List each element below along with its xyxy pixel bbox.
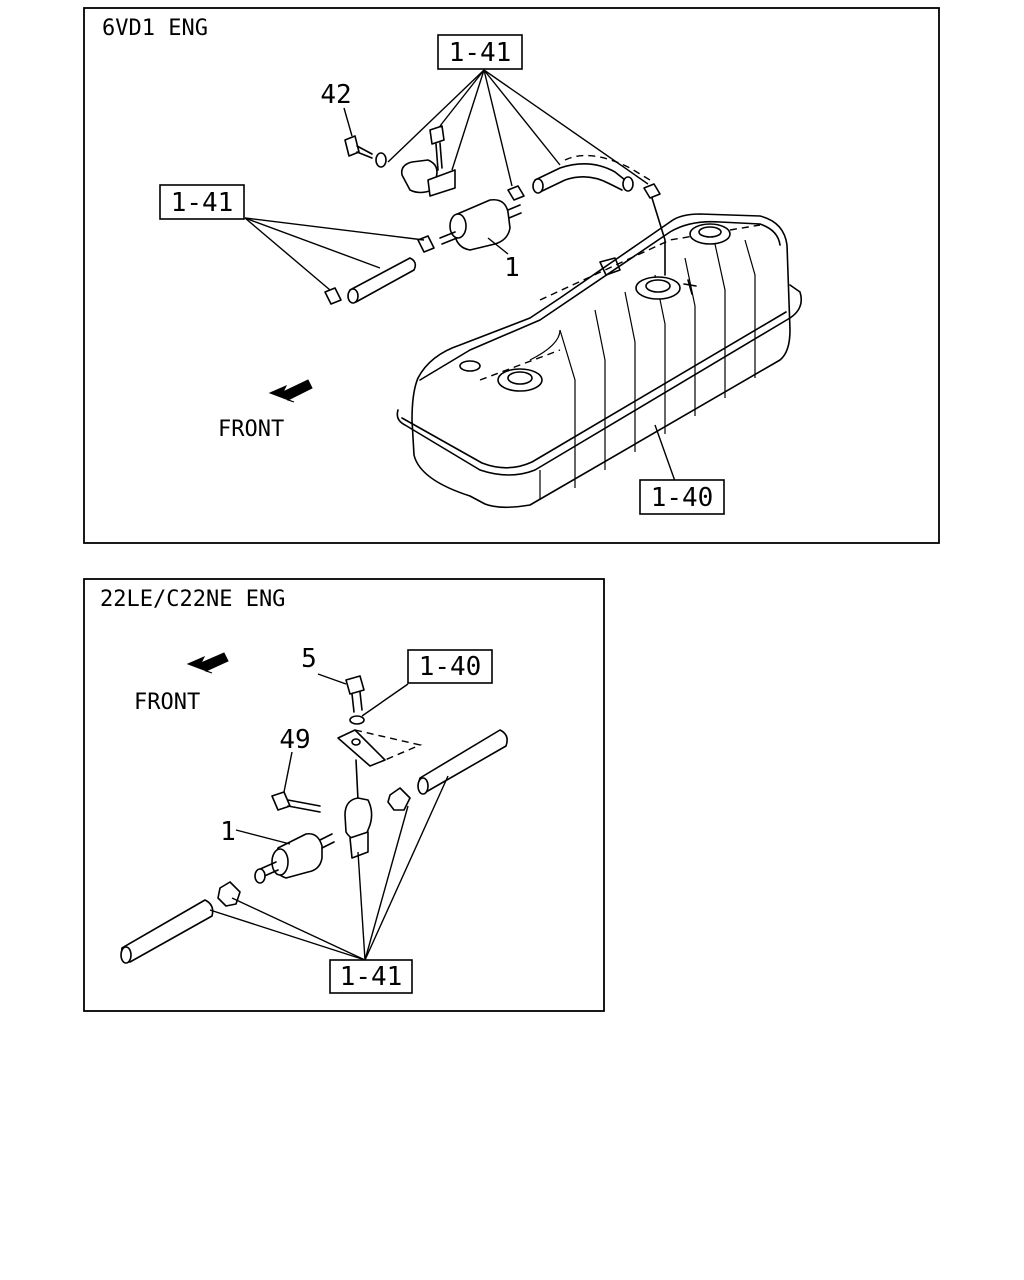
fuel-filter-lower bbox=[254, 832, 335, 884]
front-arrow-icon bbox=[268, 379, 313, 403]
leader-lines-upper bbox=[244, 69, 677, 485]
callout-bolt-side: 49 bbox=[279, 725, 310, 755]
fuel-filter-upper bbox=[439, 198, 522, 251]
panel-title: 6VD1 ENG bbox=[102, 16, 208, 41]
panel-frame bbox=[83, 7, 940, 544]
clamp bbox=[344, 797, 373, 859]
front-label: FRONT bbox=[134, 690, 200, 715]
callout-filter: 1 bbox=[220, 817, 236, 847]
panel-title: 22LE/C22NE ENG bbox=[100, 587, 285, 612]
bracket-upper bbox=[344, 125, 456, 197]
callout-box bbox=[639, 479, 725, 515]
front-label: FRONT bbox=[218, 417, 284, 442]
panel-frame bbox=[83, 578, 605, 1012]
bolt-top bbox=[345, 675, 365, 725]
callout-box bbox=[407, 649, 493, 684]
panel-22le: 22LE/C22NE ENG FRONT bbox=[83, 578, 605, 1012]
callout-bracket: 1-40 bbox=[419, 652, 482, 682]
callout-pipe-left: 1-41 bbox=[171, 188, 234, 218]
front-arrow-icon bbox=[186, 652, 229, 674]
hose-upper-right bbox=[387, 729, 508, 811]
callout-box bbox=[159, 184, 245, 220]
callout-box bbox=[437, 34, 523, 70]
callout-filter: 1 bbox=[504, 253, 520, 283]
fuel-tank bbox=[396, 213, 803, 509]
callout-box bbox=[329, 959, 413, 994]
callout-bolt-top: 5 bbox=[301, 644, 317, 674]
callout-bolt: 42 bbox=[320, 80, 351, 110]
callout-pipes: 1-41 bbox=[340, 962, 403, 992]
fuel-pipes-upper bbox=[324, 154, 666, 305]
leader-lines-lower bbox=[209, 673, 449, 961]
bracket-plate bbox=[337, 729, 423, 801]
callout-pipe-top: 1-41 bbox=[449, 38, 512, 68]
hose-lower-left bbox=[120, 881, 241, 964]
panel-6vd1: 6VD1 ENG bbox=[83, 7, 940, 544]
bolt-side bbox=[271, 791, 321, 813]
callout-tank: 1-40 bbox=[651, 483, 714, 513]
